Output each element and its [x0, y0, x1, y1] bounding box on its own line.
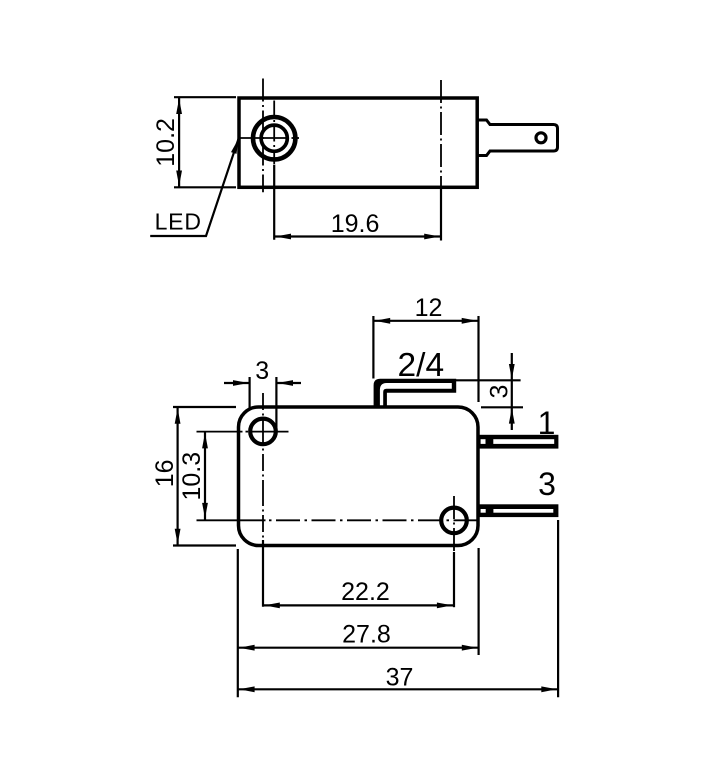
svg-text:27.8: 27.8 [342, 621, 391, 649]
svg-text:12: 12 [415, 294, 443, 322]
svg-text:37: 37 [386, 664, 414, 692]
svg-text:3: 3 [538, 466, 556, 502]
svg-text:3: 3 [485, 385, 513, 399]
svg-text:1: 1 [538, 405, 556, 441]
svg-text:10.2: 10.2 [152, 118, 180, 167]
svg-text:16: 16 [151, 459, 179, 487]
svg-text:10.3: 10.3 [178, 452, 206, 501]
svg-text:2/4: 2/4 [398, 347, 445, 384]
svg-text:3: 3 [255, 357, 269, 385]
svg-text:19.6: 19.6 [331, 210, 380, 238]
svg-text:LED: LED [155, 209, 202, 235]
svg-text:22.2: 22.2 [341, 578, 390, 606]
